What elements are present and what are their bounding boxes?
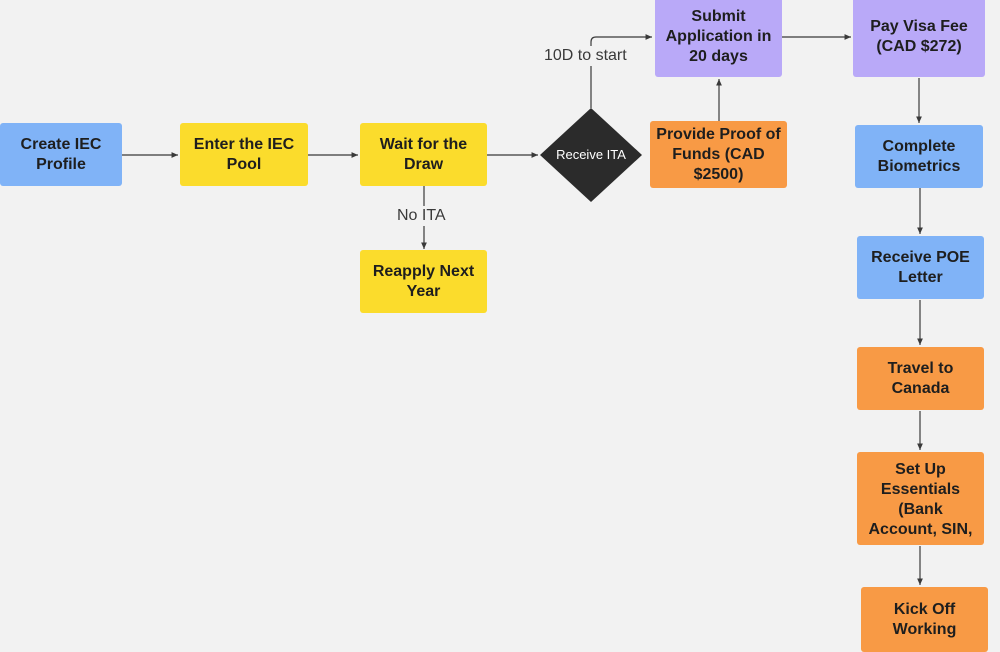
node-label: Receive POE Letter <box>871 248 970 286</box>
node-label: Create IEC Profile <box>20 135 102 173</box>
node-set-up-essentials[interactable]: Set Up Essentials (Bank Account, SIN, <box>857 452 984 545</box>
node-receive-ita[interactable]: Receive ITA <box>556 135 626 175</box>
node-label: Travel to Canada <box>887 359 954 397</box>
node-submit-application[interactable]: Submit Application in 20 days <box>655 0 782 77</box>
node-proof-of-funds[interactable]: Provide Proof of Funds (CAD $2500) <box>650 121 787 188</box>
node-label: Receive ITA <box>556 147 626 162</box>
node-enter-iec-pool[interactable]: Enter the IEC Pool <box>180 123 308 186</box>
node-kick-off-working[interactable]: Kick Off Working <box>861 587 988 652</box>
node-complete-biometrics[interactable]: Complete Biometrics <box>855 125 983 188</box>
node-wait-for-draw[interactable]: Wait for the Draw <box>360 123 487 186</box>
node-label: Submit Application in 20 days <box>665 7 772 65</box>
edge-ita-to-submit <box>590 34 652 108</box>
node-create-iec-profile[interactable]: Create IEC Profile <box>0 123 122 186</box>
edge-label-10d-to-start: 10D to start <box>542 46 629 66</box>
decision-diamond <box>540 108 642 202</box>
node-pay-visa-fee[interactable]: Pay Visa Fee (CAD $272) <box>853 0 985 77</box>
node-travel-to-canada[interactable]: Travel to Canada <box>857 347 984 410</box>
node-label: Complete Biometrics <box>877 137 961 175</box>
node-label: Reapply Next Year <box>372 262 475 300</box>
node-label: Wait for the Draw <box>379 135 468 173</box>
node-label: Enter the IEC Pool <box>193 135 295 173</box>
node-reapply-next-year[interactable]: Reapply Next Year <box>360 250 487 313</box>
node-label: Set Up Essentials (Bank Account, SIN, <box>868 461 973 538</box>
node-label: Pay Visa Fee (CAD $272) <box>870 17 968 55</box>
edge-label-no-ita: No ITA <box>395 206 448 226</box>
node-label: Kick Off Working <box>892 600 957 638</box>
node-label: Provide Proof of Funds (CAD $2500) <box>656 125 781 183</box>
node-receive-poe-letter[interactable]: Receive POE Letter <box>857 236 984 299</box>
